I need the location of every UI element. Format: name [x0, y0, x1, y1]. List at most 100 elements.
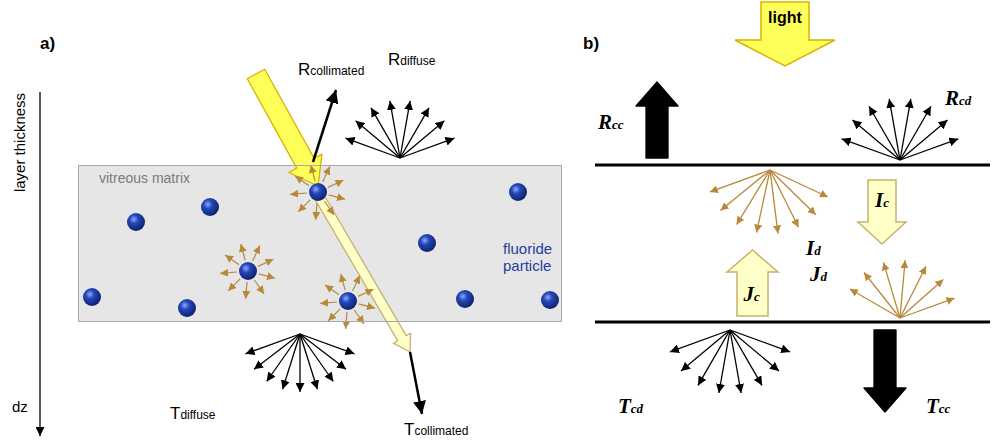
- diffuse-ray: [869, 106, 900, 160]
- flux-label: Id: [806, 236, 821, 261]
- scatter-ray: [328, 309, 340, 321]
- diffuse-ray: [698, 330, 730, 385]
- axis-label: dz: [12, 398, 28, 415]
- fluoride-particle-symbol: [239, 262, 257, 280]
- incident-beam: [247, 69, 322, 186]
- node-text: vitreous matrix: [99, 170, 190, 186]
- collimated-beam: [316, 196, 411, 353]
- scatter-ray: [329, 195, 345, 199]
- diffuse-ray: [681, 330, 730, 371]
- diffuse-ray: [730, 330, 790, 352]
- particles: [83, 165, 559, 329]
- arrow-outline: [735, 2, 835, 66]
- top-interface: [595, 164, 990, 167]
- thickness-axis: [39, 92, 40, 436]
- diffuse-ray: [400, 138, 455, 158]
- diffuse-ray: [770, 170, 778, 234]
- diffuse-ray: [900, 279, 943, 318]
- scatter-ray: [346, 312, 347, 329]
- scatter-ray: [225, 255, 239, 265]
- scatter-ray: [298, 200, 310, 212]
- diffuse-ray: [853, 120, 901, 160]
- node-text: Ic: [875, 188, 889, 213]
- diffuse-ray: [283, 334, 300, 389]
- panel-label: b): [583, 34, 599, 54]
- scatter-ray: [328, 180, 343, 187]
- scatter-ray: [246, 282, 247, 299]
- diffuse-ray: [346, 138, 401, 158]
- light-arrow: light: [735, 2, 835, 66]
- arrow-outline: [858, 180, 906, 244]
- scatter-ray: [311, 165, 315, 181]
- scatter-ray: [359, 304, 375, 308]
- scatter-ray: [254, 280, 264, 294]
- diffuse-ray: [730, 330, 779, 371]
- node-text: light: [768, 9, 802, 27]
- diffuse-ray: [900, 120, 948, 160]
- scatter-ray: [323, 167, 330, 182]
- bottom-interface: [595, 321, 990, 324]
- diffuse-ray: [670, 330, 730, 352]
- scatter-ray: [324, 201, 334, 215]
- matrix-fill: [78, 165, 562, 322]
- scatter-ray: [258, 259, 273, 266]
- panel-label: a): [40, 34, 55, 54]
- flux-label: Tcollimated: [404, 420, 468, 440]
- transmitted-collimated-block: [864, 330, 906, 412]
- fluoride-particle-symbol: [178, 299, 196, 317]
- diffuse-ray: [721, 170, 771, 211]
- diffuse-ray: [299, 334, 300, 392]
- scatter-ray: [325, 285, 339, 295]
- diffuse-ray: [842, 139, 900, 160]
- flux-label: Tdiffuse: [170, 404, 216, 424]
- diffuse-ray: [770, 170, 816, 215]
- diffuse-ray: [300, 334, 317, 389]
- flux-label: Rcd: [945, 86, 971, 111]
- scatter-ray: [320, 302, 337, 303]
- scatter-ray: [316, 203, 317, 220]
- diffuse-ray: [900, 139, 958, 160]
- diffuse-ray: [246, 334, 301, 354]
- fluoride-particle-symbol: [339, 292, 357, 310]
- vitreous-matrix-layer: vitreous matrix fluoride particle: [78, 165, 562, 322]
- diffuse-ray: [900, 260, 905, 318]
- diffuse-ray: [770, 170, 828, 197]
- diffuse-ray: [900, 99, 911, 160]
- scatter-ray: [353, 276, 360, 291]
- scatter-ray: [220, 272, 237, 273]
- scatter-ray: [290, 193, 307, 194]
- diffuse-ray: [267, 334, 300, 382]
- fluoride-particle-symbol: [127, 213, 145, 231]
- diffuse-ray: [356, 121, 400, 158]
- diffuse-ray: [864, 273, 900, 319]
- scatter-ray: [228, 279, 240, 291]
- diffuse-ray: [300, 334, 346, 369]
- diffuse-ray: [400, 121, 444, 158]
- diffuse-ray: [371, 108, 400, 158]
- flux-label: Rcollimated: [298, 60, 364, 80]
- flux-label: Rdiffuse: [388, 50, 435, 70]
- beam-arrows: [247, 69, 906, 414]
- reflected-collimated-arrow: [313, 90, 336, 162]
- diffuse-ray: [254, 334, 300, 369]
- diffuse-ray: [850, 289, 900, 318]
- diffuse-ray: [770, 170, 799, 227]
- diffuse-ray: [400, 101, 410, 158]
- node-text: fluoride particle: [503, 240, 565, 275]
- axis-label: layer thickness: [12, 92, 29, 191]
- diffuse-ray: [300, 334, 355, 354]
- flux-label: Tcc: [926, 394, 950, 419]
- flux-label: Tcd: [618, 394, 643, 419]
- fluoride-particle-symbol: [201, 198, 219, 216]
- diffuse-ray: [710, 170, 770, 192]
- reflected-collimated-block: [636, 82, 678, 158]
- collimated-flux-arrow: Ic: [858, 180, 906, 244]
- scatter-ray: [341, 274, 345, 290]
- fluoride-particle-symbol: [456, 290, 474, 308]
- fluoride-particle-symbol: [541, 291, 559, 309]
- flux-label: Rcc: [598, 110, 624, 135]
- node-text: Jc: [744, 282, 760, 307]
- arrow-outline: [727, 250, 778, 316]
